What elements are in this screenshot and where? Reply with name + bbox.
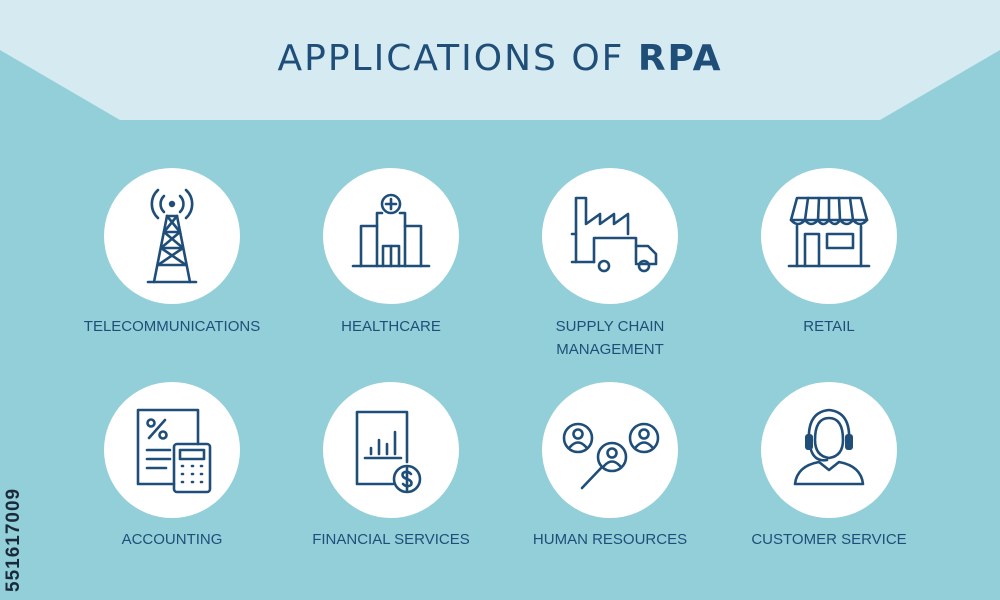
app-label: SUPPLY CHAIN MANAGEMENT <box>555 318 665 358</box>
app-label: RETAIL <box>803 318 855 335</box>
telecom-tower-icon <box>104 168 240 304</box>
calculator-document-icon <box>104 382 240 518</box>
recruitment-search-icon <box>542 382 678 518</box>
financial-report-icon <box>323 382 459 518</box>
app-customer-service: CUSTOMER SERVICE <box>719 382 939 582</box>
page-title: APPLICATIONS OF RPA <box>0 38 1000 79</box>
app-healthcare: HEALTHCARE <box>281 168 501 368</box>
app-label: CUSTOMER SERVICE <box>751 531 907 548</box>
title-prefix: APPLICATIONS OF <box>277 38 638 79</box>
app-label: HEALTHCARE <box>341 318 441 335</box>
app-label: ACCOUNTING <box>121 531 223 548</box>
header-band <box>0 0 1000 120</box>
app-human-resources: HUMAN RESOURCES <box>500 382 720 582</box>
store-icon <box>761 168 897 304</box>
app-financial-services: FINANCIAL SERVICES <box>281 382 501 582</box>
app-label: FINANCIAL SERVICES <box>312 531 470 548</box>
app-telecommunications: TELECOMMUNICATIONS <box>62 168 282 368</box>
app-label: HUMAN RESOURCES <box>532 531 688 548</box>
stock-image-id: 551617009 <box>3 487 24 592</box>
title-highlight: RPA <box>637 38 723 79</box>
headset-agent-icon <box>761 382 897 518</box>
app-label: TELECOMMUNICATIONS <box>83 318 261 335</box>
factory-truck-icon <box>542 168 678 304</box>
app-accounting: ACCOUNTING <box>62 382 282 582</box>
app-retail: RETAIL <box>719 168 939 368</box>
app-supply-chain: SUPPLY CHAIN MANAGEMENT <box>500 168 720 368</box>
hospital-icon <box>323 168 459 304</box>
